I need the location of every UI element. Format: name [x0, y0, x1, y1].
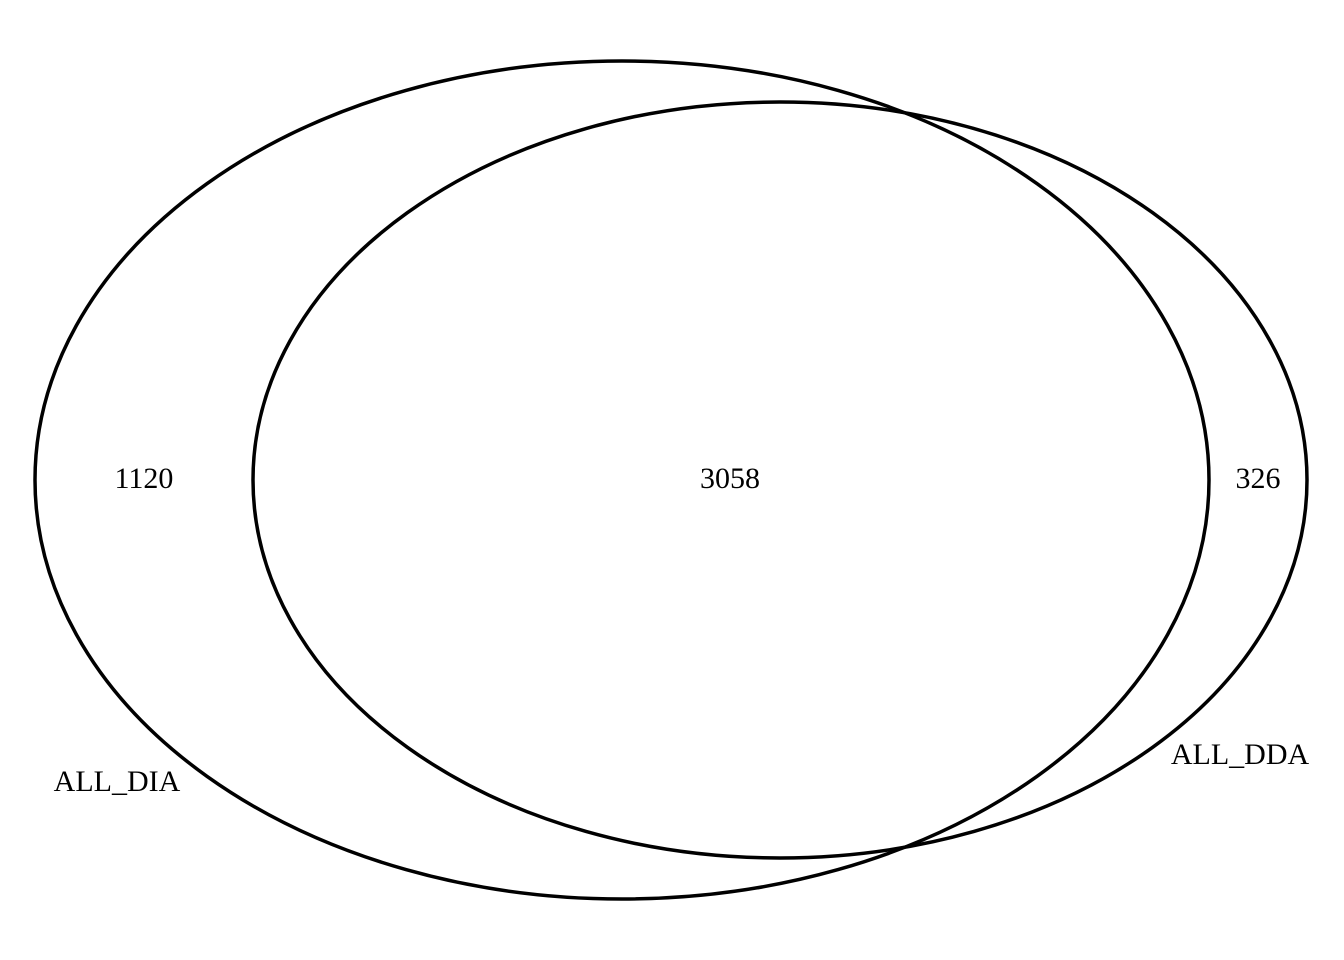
region-only-all-dia-count: 1120: [115, 462, 174, 495]
region-only-all-dda-count: 326: [1236, 462, 1281, 495]
region-intersection-count: 3058: [700, 462, 760, 495]
set-label-all-dda: ALL_DDA: [1171, 738, 1310, 771]
set-label-all-dia: ALL_DIA: [54, 765, 181, 798]
set-all-dda-ellipse: [251, 100, 1309, 860]
set-all-dia-ellipse: [33, 59, 1211, 901]
